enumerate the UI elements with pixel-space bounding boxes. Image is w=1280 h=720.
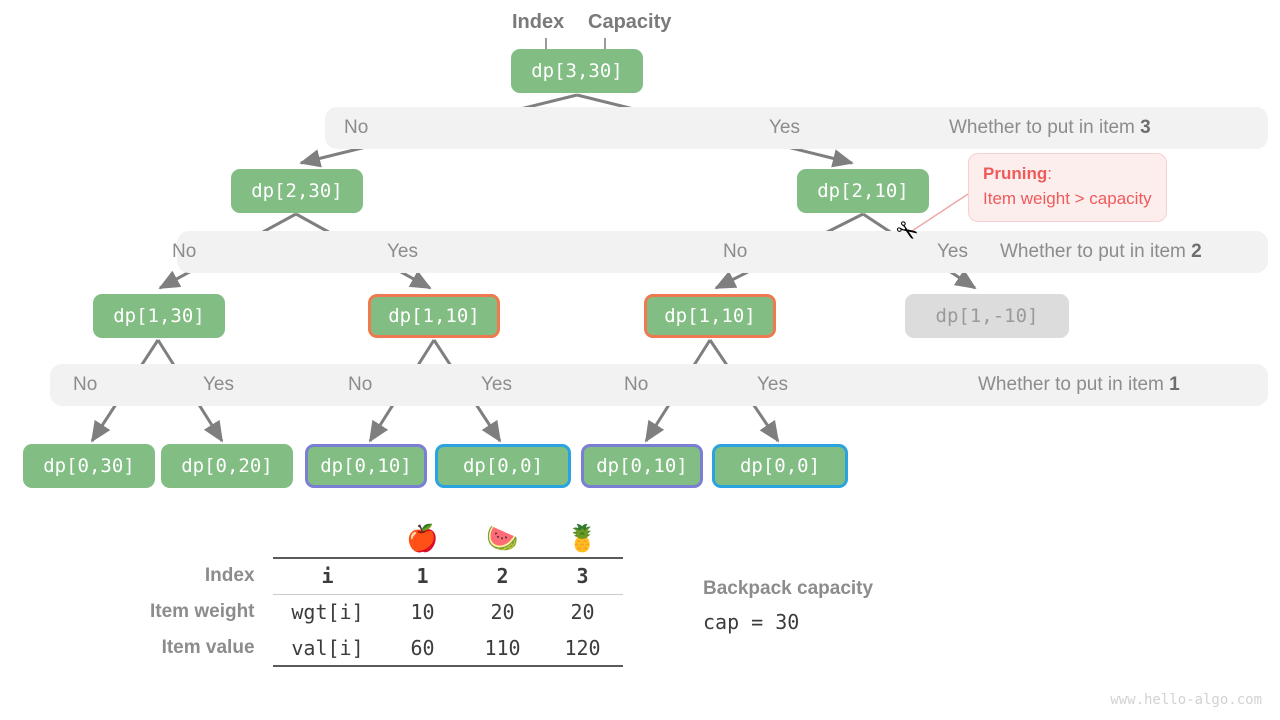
branch-label-yes-l2a: Yes <box>387 241 418 262</box>
capacity-title: Backpack capacity <box>703 578 874 599</box>
branch-label-no-l2b: No <box>723 241 748 262</box>
item-table-grid: 🍎 🍉 🍍 Index i 1 2 3 Item weight wgt[i] 1… <box>150 518 623 667</box>
table-row-emoji: 🍎 🍉 🍍 <box>150 518 623 558</box>
level-title-num-1: 1 <box>1169 374 1180 395</box>
level-title-text-2: Whether to put in item <box>1000 241 1192 262</box>
weight-value-1: 10 <box>382 593 463 630</box>
branch-label-no-l1: No <box>344 117 369 138</box>
branch-label-no-l3b: No <box>348 374 373 395</box>
tree-node-dp-1-30[interactable]: dp[1,30] <box>93 294 225 338</box>
emoji-key-spacer <box>273 518 383 558</box>
pineapple-icon: 🍍 <box>566 523 599 554</box>
pruning-heading-row: Pruning: <box>983 162 1152 187</box>
watermark: www.hello-algo.com <box>1110 692 1262 708</box>
item-table: 🍎 🍉 🍍 Index i 1 2 3 Item weight wgt[i] 1… <box>150 518 623 667</box>
branch-label-yes-l1: Yes <box>769 117 800 138</box>
pruning-callout: Pruning: Item weight > capacity <box>968 153 1167 223</box>
apple-icon: 🍎 <box>406 523 439 554</box>
row-key-weight: wgt[i] <box>272 593 383 630</box>
tree-node-dp-0-10-a[interactable]: dp[0,10] <box>305 444 427 488</box>
header-capacity-label: Capacity <box>588 11 672 33</box>
level-title-item-3: Whether to put in item 3 <box>949 107 1151 149</box>
tree-node-dp-0-30[interactable]: dp[0,30] <box>23 444 155 488</box>
value-value-3: 120 <box>542 630 623 667</box>
tree-node-dp-0-20[interactable]: dp[0,20] <box>161 444 293 488</box>
level-bar-item-3 <box>325 107 1268 149</box>
pruning-heading: Pruning <box>983 164 1048 183</box>
level-bar-item-2 <box>177 231 1268 273</box>
table-row-weight: Item weight wgt[i] 10 20 20 <box>150 593 623 630</box>
value-value-2: 110 <box>462 630 543 667</box>
index-value-2: 2 <box>462 557 543 594</box>
row-key-value: val[i] <box>272 630 383 667</box>
pruning-colon: : <box>1047 164 1052 183</box>
row-header-weight: Item weight <box>150 601 255 622</box>
weight-value-3: 20 <box>542 593 623 630</box>
tree-node-dp-2-10[interactable]: dp[2,10] <box>797 169 929 213</box>
tree-node-dp-1-10-b[interactable]: dp[1,10] <box>644 294 776 338</box>
level-title-num-3: 3 <box>1140 117 1151 138</box>
branch-label-yes-l3b: Yes <box>481 374 512 395</box>
watermelon-icon: 🍉 <box>486 523 519 554</box>
level-bar-item-1 <box>50 364 1268 406</box>
branch-label-no-l2a: No <box>172 241 197 262</box>
index-value-1: 1 <box>382 557 463 594</box>
weight-value-2: 20 <box>462 593 543 630</box>
index-value-3: 3 <box>542 557 623 594</box>
pruning-reason: Item weight > capacity <box>983 188 1152 208</box>
tree-node-dp-1-10-a[interactable]: dp[1,10] <box>368 294 500 338</box>
tree-node-dp-2-30[interactable]: dp[2,30] <box>231 169 363 213</box>
level-title-item-2: Whether to put in item 2 <box>1000 231 1202 273</box>
tree-node-dp-0-0-b[interactable]: dp[0,0] <box>712 444 848 488</box>
emoji-row-spacer <box>150 518 273 558</box>
branch-label-yes-l2b: Yes <box>937 241 968 262</box>
row-header-value: Item value <box>161 637 255 658</box>
row-key-index: i <box>272 557 383 594</box>
row-header-index: Index <box>204 565 255 586</box>
level-title-num-2: 2 <box>1191 241 1202 262</box>
level-title-item-1: Whether to put in item 1 <box>978 364 1180 406</box>
branch-label-no-l3a: No <box>73 374 98 395</box>
header-index-label: Index <box>512 11 565 33</box>
branch-label-no-l3c: No <box>624 374 649 395</box>
tree-node-dp-3-30[interactable]: dp[3,30] <box>511 49 643 93</box>
capacity-block: Backpack capacity cap = 30 <box>703 578 873 634</box>
branch-label-yes-l3c: Yes <box>757 374 788 395</box>
value-value-1: 60 <box>382 630 463 667</box>
table-row-value: Item value val[i] 60 110 120 <box>150 630 623 667</box>
tree-node-dp-0-0-a[interactable]: dp[0,0] <box>435 444 571 488</box>
tree-node-dp-1-neg10-pruned[interactable]: dp[1,-10] <box>905 294 1069 338</box>
branch-label-yes-l3a: Yes <box>203 374 234 395</box>
tree-node-dp-0-10-b[interactable]: dp[0,10] <box>581 444 703 488</box>
table-row-index: Index i 1 2 3 <box>150 557 623 594</box>
level-title-text-1: Whether to put in item <box>978 374 1170 395</box>
capacity-value: cap = 30 <box>703 610 800 634</box>
level-title-text-3: Whether to put in item <box>949 117 1141 138</box>
